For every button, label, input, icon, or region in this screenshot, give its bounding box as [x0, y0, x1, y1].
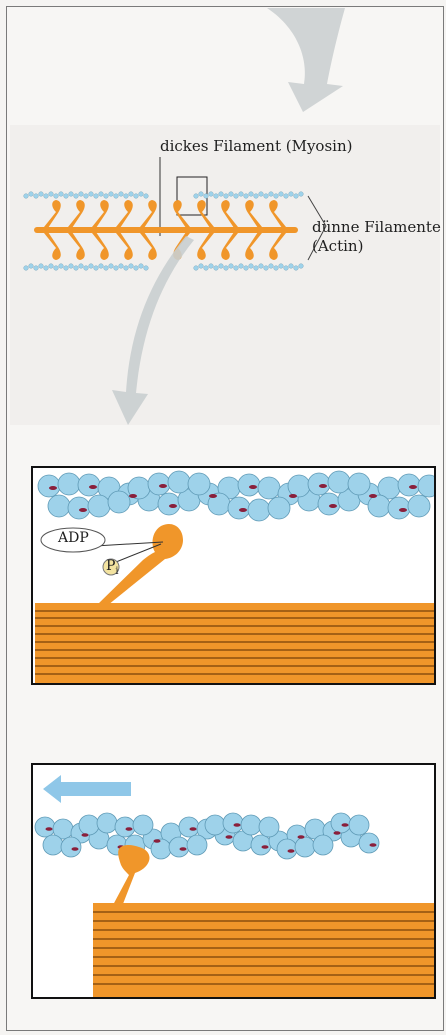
myosin-filament-bundle	[35, 603, 436, 685]
panel-bound-state: ADP Pi	[31, 466, 436, 685]
label-thin-filament: dünne Filamente	[312, 218, 441, 236]
label-actin: (Actin)	[312, 237, 363, 255]
myosin-head	[113, 845, 150, 909]
panel-power-stroke	[31, 763, 436, 999]
label-thick-filament: dickes Filament (Myosin)	[160, 137, 352, 155]
adp-label: ADP	[58, 530, 89, 546]
pi-label: Pi	[106, 558, 119, 577]
direction-arrow	[43, 775, 131, 803]
myosin-filament-bundle	[93, 903, 436, 999]
